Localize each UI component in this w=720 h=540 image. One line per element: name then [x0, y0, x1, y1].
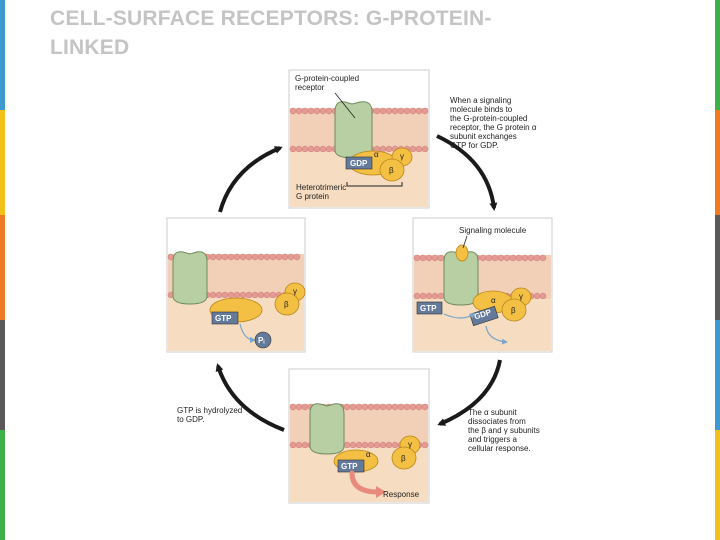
gtp-text-2: GTP [420, 304, 437, 313]
phosphate-circle [254, 331, 272, 349]
beta-subunit-2 [501, 298, 527, 322]
step1-caption: When a signaling molecule binds to the G… [450, 96, 537, 150]
hydrolysis-arrow [239, 323, 256, 343]
gamma-text: γ [400, 152, 404, 161]
signaling-pointer-line [462, 235, 468, 249]
alpha-text-3: α [366, 450, 371, 459]
cycle-arrow-top-left [218, 146, 283, 213]
alpha-text: α [374, 150, 379, 159]
gamma-text-3: γ [408, 440, 412, 449]
right-edge-stripe [715, 0, 720, 540]
pi-text: Pᵢ [258, 336, 265, 345]
panel-hydrolysis [166, 217, 306, 353]
beta-subunit [379, 158, 405, 182]
slide-title: CELL-SURFACE RECEPTORS: G-PROTEIN- LINKE… [50, 7, 492, 59]
cycle-arrow-bottom-right [437, 359, 502, 426]
gdp-box [345, 156, 373, 170]
panel-signal-bound [412, 217, 553, 353]
signaling-molecule-shape [455, 244, 469, 262]
alpha-text-2: α [491, 296, 496, 305]
beta-text-3: β [401, 454, 406, 463]
panel-response [288, 368, 430, 504]
beta-subunit-4 [274, 292, 300, 316]
gtp-text-3: GTP [341, 462, 358, 471]
gdp-text: GDP [350, 159, 368, 168]
heterotrimeric-label: Heterotrimeric G protein [296, 183, 347, 201]
gamma-text-4: γ [293, 287, 297, 296]
exchange-arrow [443, 312, 476, 319]
receptor-shape [334, 101, 373, 159]
heterotrimeric-bracket [346, 182, 403, 187]
response-arrow [349, 470, 381, 495]
receptor-shape-3 [309, 403, 345, 455]
signaling-molecule-label: Signaling molecule [459, 226, 527, 235]
step3-caption: GTP is hydrolyzed to GDP. [177, 406, 243, 424]
receptor-pointer-line [334, 92, 356, 119]
receptor-shape-2 [443, 251, 479, 306]
beta-subunit-3 [391, 446, 417, 470]
gtp-text-4: GTP [215, 314, 232, 323]
gtp-box-2 [416, 301, 443, 315]
receptor-shape-4 [172, 251, 208, 305]
gamma-text-2: γ [519, 292, 523, 301]
response-label: Response [383, 490, 420, 499]
panel-receptor-inactive [288, 69, 430, 209]
cycle-arrow-bottom-left [215, 363, 285, 432]
beta-text: β [389, 166, 394, 175]
step2-caption: The α subunit dissociates from the β and… [468, 408, 540, 453]
gdp-box-2 [469, 305, 499, 327]
receptor-label: G-protein-coupled receptor [295, 74, 360, 92]
gtp-box-4 [211, 311, 239, 325]
release-arrow [485, 325, 508, 345]
beta-text-4: β [284, 300, 289, 309]
beta-text-2: β [511, 306, 516, 315]
left-edge-stripe [0, 0, 5, 540]
cycle-arrow-top-right [436, 134, 498, 211]
